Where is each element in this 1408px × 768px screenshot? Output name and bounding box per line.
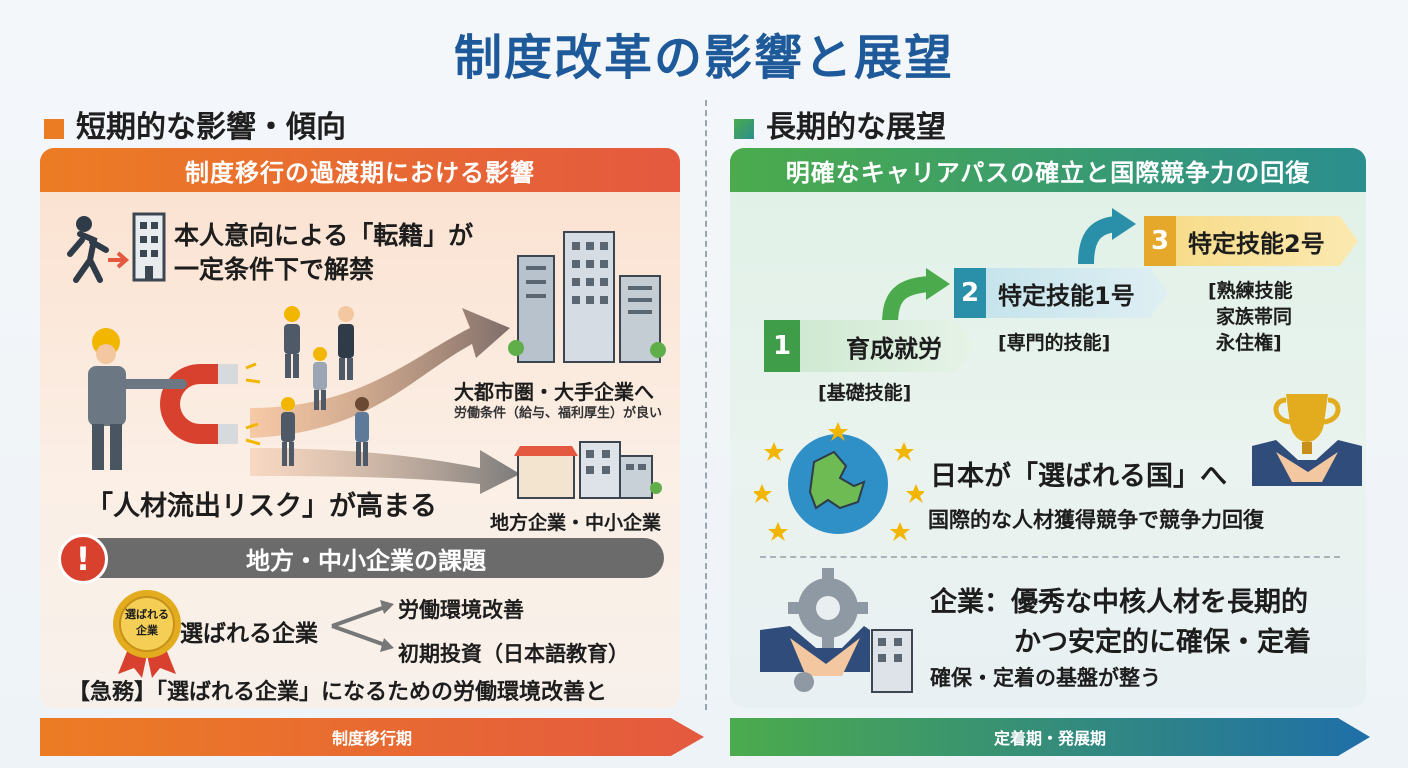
- step-3-note-line-1: [熟練技能: [1208, 280, 1293, 302]
- transition-period-arrow: 制度移行期: [40, 718, 704, 756]
- settlement-period-label: 定着期・発展期: [993, 729, 1106, 748]
- step-1-note: [基礎技能]: [818, 382, 912, 404]
- career-step-2: 2 特定技能1号: [954, 268, 1168, 318]
- step-3-note-line-2: 家族帯同: [1216, 306, 1293, 328]
- left-heading-text: 短期的な影響・傾向: [76, 110, 346, 145]
- dest-big-label: 大都市圏・大手企業へ: [454, 380, 654, 404]
- magnet-worker-illustration: [88, 328, 261, 470]
- career-step-1: 1 育成就労: [764, 320, 976, 372]
- step-3-label: 特定技能2号: [1176, 216, 1358, 266]
- long-term-panel: 明確なキャリアパスの確立と国際競争力の回復 1 育成就労 [基礎技能] 2 特定…: [730, 148, 1366, 708]
- short-term-band: 制度移行の過渡期における影響: [40, 148, 680, 192]
- workers-group-icon: [281, 306, 369, 466]
- section-divider: [705, 100, 707, 710]
- chosen-company-badge-icon: [113, 590, 181, 678]
- dest-local-label: 地方企業・中小企業: [490, 512, 662, 534]
- transfer-line-2: 一定条件下で解禁: [174, 255, 375, 284]
- left-section-heading: 短期的な影響・傾向: [44, 102, 346, 146]
- step-2-note: [専門的技能]: [998, 332, 1111, 354]
- right-section-heading: 長期的な展望: [734, 102, 946, 146]
- career-step-3: 3 特定技能2号: [1144, 216, 1358, 266]
- dest-big-note: 労働条件（給与、福利厚生）が良い: [454, 406, 663, 421]
- transfer-line-1: 本人意向による「転籍」が: [174, 221, 474, 250]
- japan-chosen-subtitle: 国際的な人材獲得競争で競争力回復: [928, 508, 1264, 532]
- transition-period-label: 制度移行期: [331, 729, 412, 748]
- issue-title-pill: 地方・中小企業の課題: [68, 538, 664, 578]
- local-buildings-icon: [514, 441, 662, 499]
- corp-subtitle: 確保・定着の基盤が整う: [930, 666, 1161, 690]
- big-city-buildings-icon: [508, 231, 666, 363]
- short-term-panel: 制度移行の過渡期における影響 本人意向による「転籍」が 一定条件下で解禁: [40, 148, 680, 708]
- outflow-risk-text: 「人材流出リスク」が高まる: [86, 491, 437, 522]
- step-3-number: 3: [1144, 216, 1176, 266]
- step-2-label: 特定技能1号: [986, 268, 1168, 318]
- step-2-number: 2: [954, 268, 986, 318]
- branch-arrows-icon: [331, 600, 394, 652]
- branch-1-label: 労働環境改善: [398, 598, 524, 622]
- japan-chosen-title: 日本が「選ばれる国」へ: [930, 461, 1227, 492]
- step-1-number: 1: [764, 320, 800, 372]
- step-1-label: 育成就労: [800, 320, 976, 372]
- right-dashed-separator: [760, 556, 1340, 558]
- corp-line-2: かつ安定的に確保・定着: [1014, 627, 1311, 658]
- corp-line-1: 企業：優秀な中核人材を長期的: [930, 587, 1308, 618]
- branch-2-label: 初期投資（日本語教育）: [398, 642, 629, 666]
- page-title: 制度改革の影響と展望: [453, 30, 954, 86]
- person-leaving-icon: [67, 212, 166, 283]
- chosen-company-label: 選ばれる企業: [180, 621, 318, 647]
- orange-square-icon: [44, 119, 64, 139]
- warning-icon: !: [58, 534, 108, 584]
- career-step-arrows: [882, 208, 1136, 325]
- urgent-note: 【急務】「選ばれる企業」になるための労働環境改善と: [68, 680, 608, 705]
- trophy-handshake-icon: [1252, 394, 1362, 486]
- step-3-note-line-3: 永住権]: [1216, 332, 1282, 354]
- green-square-icon: [734, 119, 754, 139]
- gear-handshake-building-icon: [760, 568, 913, 693]
- globe-japan-icon: [754, 422, 924, 541]
- badge-line-2: 企業: [136, 624, 158, 637]
- settlement-period-arrow: 定着期・発展期: [730, 718, 1370, 756]
- right-heading-text: 長期的な展望: [766, 110, 946, 145]
- long-term-band: 明確なキャリアパスの確立と国際競争力の回復: [730, 148, 1366, 192]
- badge-line-1: 選ばれる: [125, 608, 169, 621]
